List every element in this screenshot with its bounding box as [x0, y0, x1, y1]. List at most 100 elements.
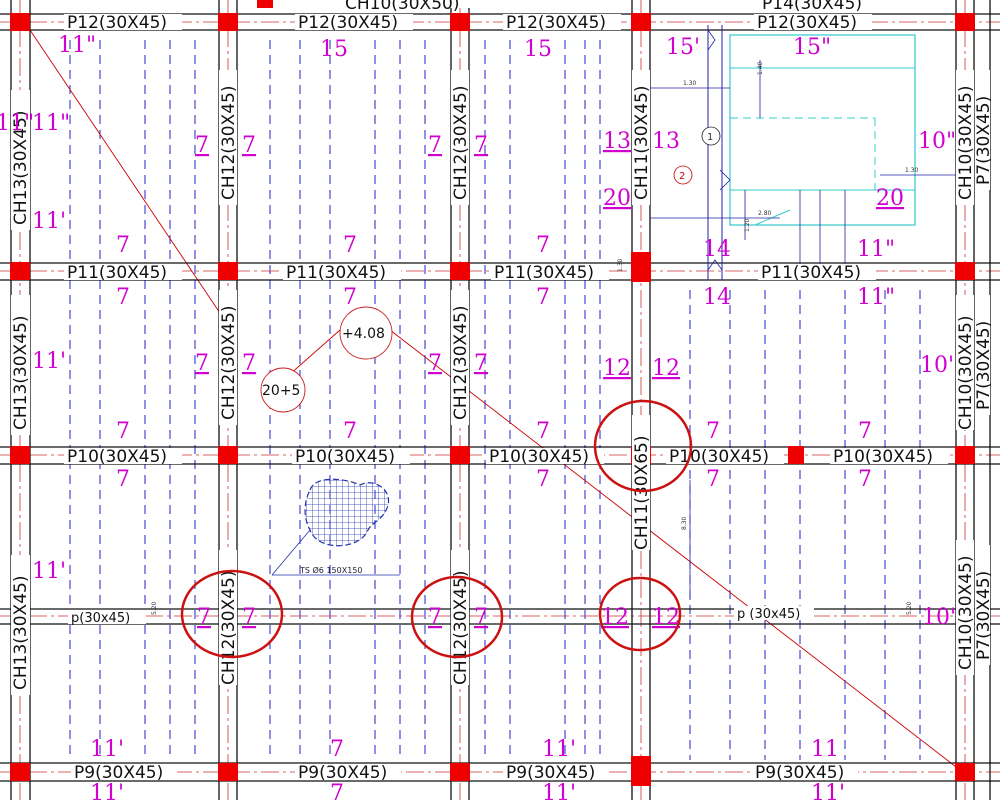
slab-mark: 10' — [922, 605, 956, 630]
column-label-ch12: CH12(30X45) — [451, 306, 471, 420]
column-label-ch12: CH12(30X45) — [451, 571, 471, 685]
mesh-detail: TS Ø6 150X150 — [271, 478, 400, 576]
slab-mark: 7 — [428, 351, 442, 376]
slab-mark: 11" — [857, 285, 895, 310]
column-label-ch11: CH11(30X65) — [632, 436, 652, 550]
elevation-bubble — [339, 306, 393, 360]
stair-dim-5: 1.20 — [744, 218, 751, 232]
highlight-circle — [598, 576, 682, 652]
rebar-lines — [69, 40, 921, 760]
slab-mark: 7 — [197, 605, 211, 630]
slab-mark: 7 — [428, 605, 442, 630]
beam-label-p11: P11(30X45) — [286, 263, 386, 283]
slab-mark: 12 — [601, 605, 629, 630]
column-node — [10, 262, 30, 280]
stair-labels: 1 2 1.30 1.40 1.30 2.80 1.20 1.30 — [617, 61, 919, 272]
side-dim-3: 5.20 — [151, 601, 158, 615]
slab-mark: 7 — [706, 419, 720, 444]
beam-label-p9: P9(30X45) — [74, 763, 163, 783]
slab-mark: 7 — [116, 467, 130, 492]
beam-label-p11: P11(30X45) — [67, 263, 167, 283]
slab-mark: 7 — [343, 419, 357, 444]
highlight-circle — [593, 399, 693, 493]
slab-mark: 7 — [242, 133, 256, 158]
slab-mark: 11" — [58, 33, 96, 58]
column-node — [257, 0, 273, 8]
slab-mark: 7 — [116, 233, 130, 258]
slab-marks: 11" 11" 11" 11' 7 7 11' 7 7 11' 11' 11' … — [0, 33, 956, 800]
slab-mark: 7 — [330, 781, 344, 800]
stair-dim-4: 2.80 — [758, 210, 772, 217]
slab-mark: 11" — [857, 237, 895, 262]
beam-label-p9: P9(30X45) — [506, 763, 595, 783]
slab-mark: 11' — [32, 559, 66, 584]
slab-mark: 7 — [343, 285, 357, 310]
slab-mark: 20 — [876, 186, 904, 211]
slab-mark: 15 — [320, 37, 348, 62]
slab-mark: 15 — [524, 37, 552, 62]
stair-flight-1-label: 1 — [707, 132, 713, 143]
slab-mark: 15' — [666, 35, 700, 60]
beam-label-p10: P10(30X45) — [489, 447, 589, 467]
column-labels: CH13(30X45) CH13(30X45) CH13(30X45) CH12… — [11, 70, 994, 695]
column-label-ch13: CH13(30X45) — [11, 576, 31, 690]
beam-label-p10: P10(30X45) — [669, 447, 769, 467]
slab-mark: 13 — [652, 129, 680, 154]
beam-label-top-right: P14(30X45) — [762, 0, 862, 14]
column-node — [631, 13, 651, 31]
column-node — [450, 13, 470, 31]
column-node — [218, 446, 238, 464]
column-node — [10, 763, 30, 781]
slab-mark: 7 — [536, 419, 550, 444]
column-label-ch12: CH12(30X45) — [219, 571, 239, 685]
column-label-ch13: CH13(30X45) — [11, 316, 31, 430]
column-node — [10, 446, 30, 464]
column-label-p7: P7(30X45) — [974, 96, 994, 185]
slab-mark: 14 — [703, 237, 731, 262]
slab-mark: 12 — [652, 356, 680, 381]
column-node — [10, 13, 30, 31]
column-label-ch13: CH13(30X45) — [11, 111, 31, 225]
slab-mark: 7 — [858, 419, 872, 444]
beam-label-p: p(30x45) — [71, 611, 130, 626]
slab-mark: 11' — [90, 781, 124, 800]
highlight-circle — [410, 575, 504, 659]
slab-mark: 11' — [542, 737, 576, 762]
slab-mark: 7 — [474, 605, 488, 630]
slab-mark: 11" — [32, 111, 70, 136]
column-node — [631, 252, 651, 282]
beam-label-top-center: CH10(30X50) — [345, 0, 459, 14]
slab-mark: 7 — [195, 133, 209, 158]
side-dimensions: 8.30 5.20 5.20 — [151, 480, 913, 615]
beam-label-p12: P12(30X45) — [298, 13, 398, 33]
column-node — [218, 262, 238, 280]
slab-mark: 7 — [474, 133, 488, 158]
highlight-circle — [180, 569, 284, 659]
column-label-ch10: CH10(30X45) — [956, 86, 976, 200]
beam-label-p10: P10(30X45) — [833, 447, 933, 467]
column-node — [955, 13, 975, 31]
stair-flight-1-marker — [701, 126, 721, 146]
slab-mark: 11 — [811, 737, 839, 762]
level-markers: +4.08 20+5 — [260, 306, 393, 413]
beam-label-p9: P9(30X45) — [298, 763, 387, 783]
slab-mark: 7 — [474, 351, 488, 376]
column-label-ch11: CH11(30X45) — [632, 86, 652, 200]
column-label-p7: P7(30X45) — [974, 321, 994, 410]
column-node — [450, 262, 470, 280]
beam-label-p10: P10(30X45) — [67, 447, 167, 467]
stair-dim-6: 1.30 — [617, 258, 624, 272]
beam-label-p12: P12(30X45) — [67, 13, 167, 33]
slab-mark: 7 — [858, 467, 872, 492]
column-label-ch12: CH12(30X45) — [219, 306, 239, 420]
stair-dim-2: 1.40 — [757, 61, 764, 75]
slab-mark: 20 — [603, 186, 631, 211]
slab-mark: 7 — [116, 419, 130, 444]
stair-outline — [650, 25, 965, 280]
side-dim-1: 8.30 — [681, 516, 688, 530]
column-node — [788, 446, 804, 464]
